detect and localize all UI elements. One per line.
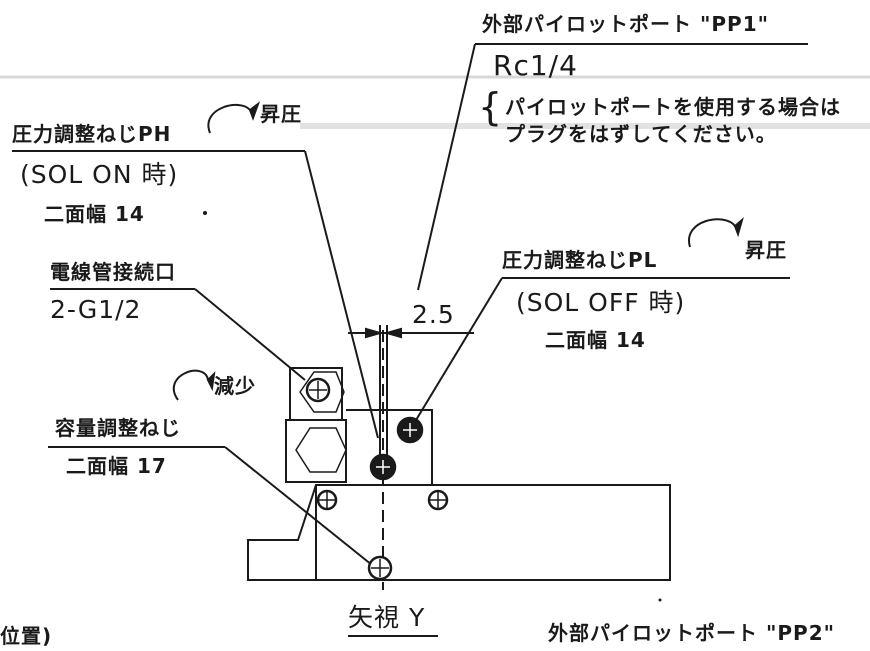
pl-width-across: 二面幅 14 — [545, 328, 646, 352]
volume-label: 容量調整ねじ — [55, 416, 181, 440]
volume-arrow-head — [206, 371, 216, 392]
stray-dot-2 — [658, 598, 662, 602]
volume-arrow-text: 減少 — [214, 374, 256, 398]
pl-leader — [409, 277, 503, 431]
pl-label: 圧力調整ねじPL — [502, 248, 658, 272]
hex-nut-pp — [299, 371, 345, 413]
conduit-leader — [194, 288, 306, 381]
stray-dot-1 — [203, 211, 207, 215]
ph-label: 圧力調整ねじPH — [12, 122, 172, 146]
dimension-value: 2.5 — [412, 300, 455, 329]
pp1-note-line1: パイロットポートを使用する場合は — [505, 95, 841, 119]
pp1-title: 外部パイロットポート "PP1" — [482, 12, 770, 36]
ph-width-across: 二面幅 14 — [44, 202, 145, 226]
dim-arrow-right — [383, 327, 402, 339]
ph-condition: (SOL ON 時) — [20, 160, 179, 189]
hex-nut-volume — [295, 427, 347, 473]
pl-condition: (SOL OFF 時) — [516, 288, 686, 317]
pp1-note-line2: プラグをはずしてください。 — [505, 122, 777, 146]
dim-arrow-left — [365, 327, 384, 339]
ph-rotation-arrow — [207, 103, 251, 134]
pp1-leader — [417, 43, 476, 291]
pl-arrow-head — [733, 217, 744, 238]
ph-leader — [304, 150, 379, 439]
partial-text: 位置) — [0, 624, 53, 648]
conduit-label: 電線管接続口 — [50, 260, 176, 284]
ph-arrow-text: 昇圧 — [260, 102, 302, 126]
upper-body-outline — [346, 409, 433, 485]
main-body — [315, 484, 671, 581]
note-bracket-left: { — [478, 85, 504, 129]
pl-arrow-text: 昇圧 — [745, 238, 787, 262]
pl-rotation-arrow — [688, 218, 736, 248]
pp1-thread: Rc1/4 — [493, 49, 578, 82]
view-title: 矢視 Y — [348, 603, 426, 632]
volume-rotation-arrow — [172, 369, 209, 401]
ph-arrow-head — [248, 101, 261, 121]
pp2-title: 外部パイロットポート "PP2" — [548, 621, 836, 645]
conduit-size: 2-G1/2 — [50, 295, 142, 324]
volume-width-across: 二面幅 17 — [66, 454, 167, 478]
body-flange — [247, 484, 317, 581]
volume-leader — [224, 446, 373, 566]
